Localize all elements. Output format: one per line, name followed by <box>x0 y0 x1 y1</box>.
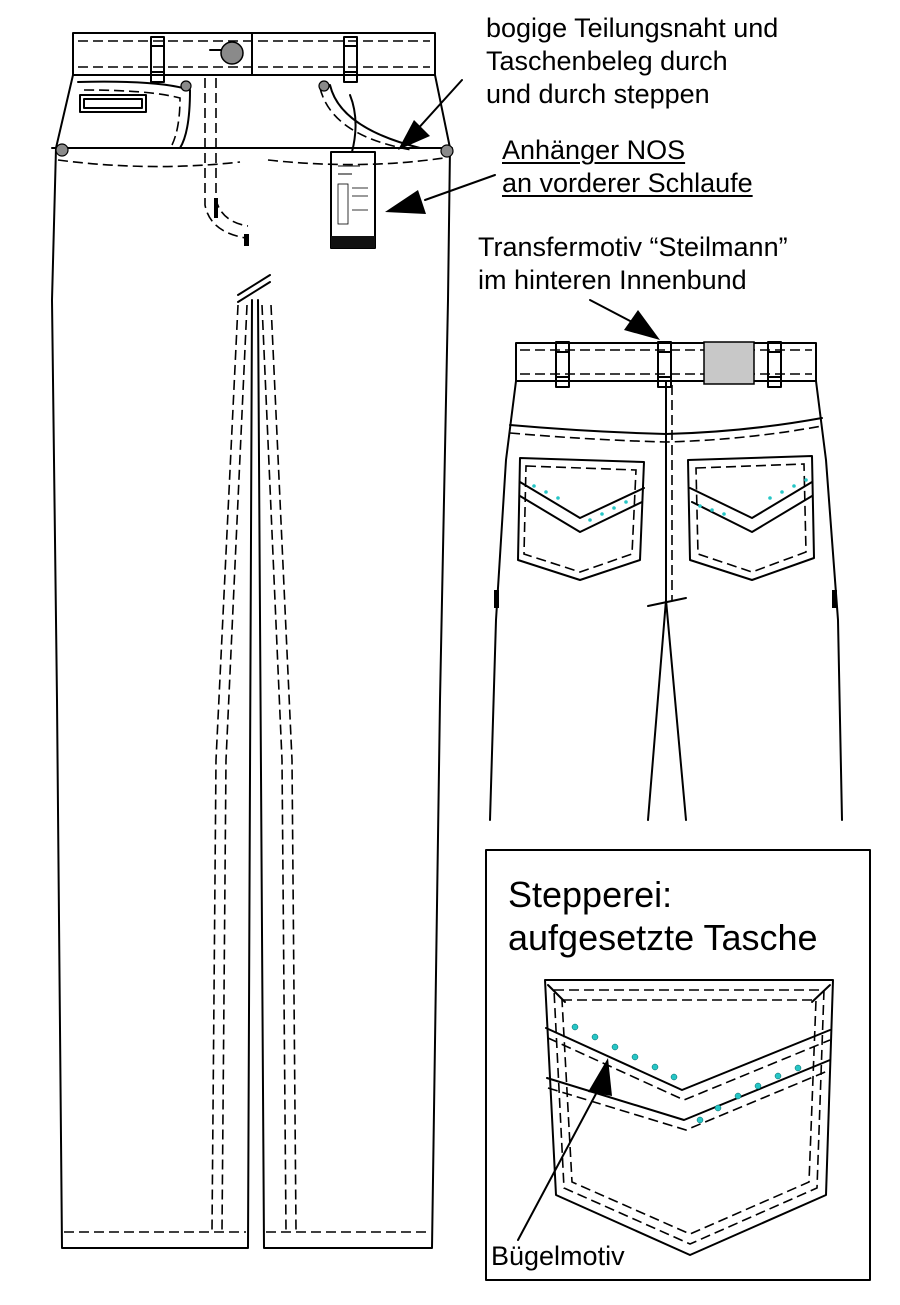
back-pocket-right <box>687 455 815 581</box>
front-waistband <box>72 32 436 76</box>
pocket-corner-bartack <box>547 984 566 1003</box>
belt-loop <box>555 341 570 388</box>
inseam-topstitch <box>221 304 248 1231</box>
waist-button <box>220 41 244 65</box>
inset-pocket-detail <box>544 979 834 1256</box>
belt-loop <box>767 341 782 388</box>
back-yoke-seam <box>509 417 823 435</box>
yoke-topstitch <box>509 425 823 443</box>
coin-pocket-label <box>79 94 147 113</box>
right-leg-outline <box>257 74 451 1249</box>
inset-title-line: Stepperei: <box>508 874 673 915</box>
rivet-icon <box>318 80 330 92</box>
back-inseam <box>647 599 667 821</box>
transfer-note-line: Transfermotiv “Steilmann” <box>478 232 788 262</box>
back-right-outline <box>815 380 843 821</box>
rhinestone-stud-icon <box>698 478 808 516</box>
crotch-bartack <box>244 234 249 246</box>
belt-loop <box>343 36 358 83</box>
back-view-pants <box>489 341 843 821</box>
back-waistband <box>515 342 817 382</box>
inseam-topstitch <box>261 304 287 1231</box>
arrow-seam-note <box>398 79 463 150</box>
seam-note-line: Taschenbeleg durch <box>486 45 728 76</box>
seam-note-line: und durch steppen <box>486 78 710 109</box>
rhinestone-stud-icon <box>571 1023 802 1124</box>
back-inseam <box>665 599 687 821</box>
inset-title-line: aufgesetzte Tasche <box>508 917 818 959</box>
transfer-label-patch <box>703 341 755 385</box>
coin-pocket-label-inner <box>83 98 143 109</box>
arrow-transfer-note <box>589 299 660 340</box>
seam-note-line: bogige Teilungsnaht und <box>486 13 779 43</box>
annotation-seam-note: bogige Teilungsnaht und Taschenbeleg dur… <box>486 12 778 111</box>
belt-loop <box>150 36 165 83</box>
rivet-icon <box>180 80 192 92</box>
iron-on-motif-label: Bügelmotiv <box>491 1241 625 1271</box>
back-pocket-left <box>517 457 645 581</box>
pocket-corner-bartack <box>811 984 831 1003</box>
hang-tag-icon <box>330 94 376 249</box>
left-leg-outline <box>51 74 253 1249</box>
rivet-icon <box>440 144 454 158</box>
pocket-topstitch <box>83 89 181 146</box>
back-left-outline <box>489 380 517 821</box>
tag-note-line: Anhänger NOS <box>502 135 686 165</box>
side-bartack <box>832 590 837 608</box>
rhinestone-stud-icon <box>532 484 628 522</box>
annotation-tag-note: Anhänger NOS an vorderer Schlaufe <box>502 134 753 200</box>
crotch-break-mark <box>237 274 271 296</box>
inset-frame <box>485 849 871 1281</box>
crotch-mark <box>647 597 687 607</box>
seam-topstitch <box>57 159 241 168</box>
fly-bartack <box>214 198 218 218</box>
arrow-iron-on <box>517 1058 612 1241</box>
tag-note-line: an vorderer Schlaufe <box>502 167 753 198</box>
transfer-note-line: im hinteren Innenbund <box>478 264 747 295</box>
seam-topstitch <box>267 157 445 166</box>
rivet-icon <box>55 143 69 157</box>
annotation-transfer-note: Transfermotiv “Steilmann” im hinteren In… <box>478 231 788 297</box>
side-bartack <box>494 590 499 608</box>
inseam-topstitch <box>211 304 239 1231</box>
belt-loop <box>657 341 672 388</box>
front-view-pants <box>51 32 454 1249</box>
pocket-topstitch <box>319 87 413 151</box>
inseam-topstitch <box>270 304 297 1231</box>
crotch-break-mark <box>237 281 271 303</box>
fly-topstitch <box>204 78 247 239</box>
inset-title: Stepperei: aufgesetzte Tasche <box>508 873 818 959</box>
arrow-tag-note <box>385 174 496 214</box>
fly-topstitch <box>215 78 249 227</box>
